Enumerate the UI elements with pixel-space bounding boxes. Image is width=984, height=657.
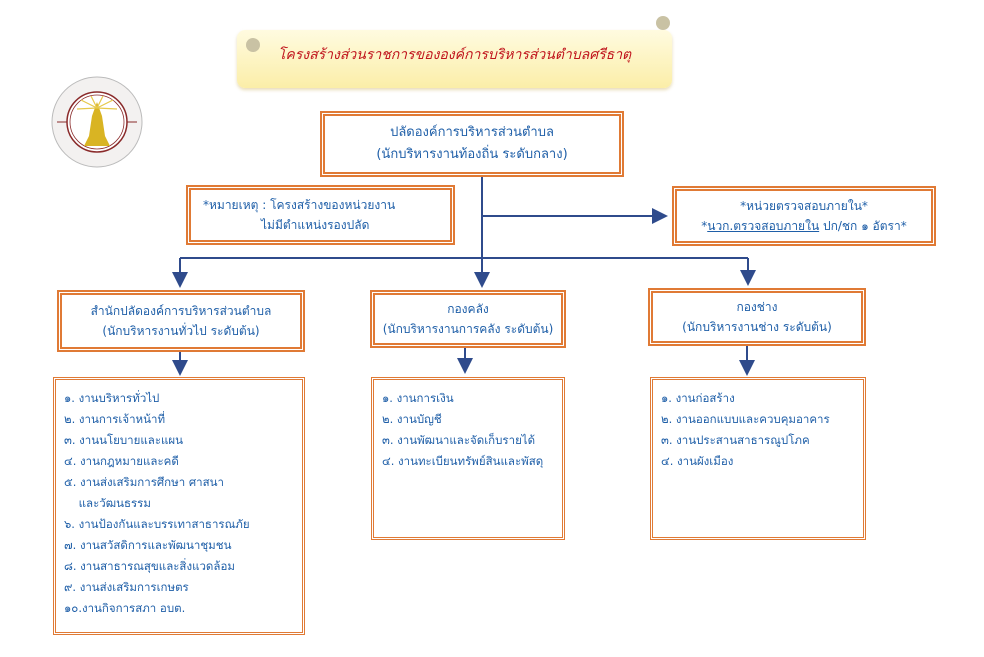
page-title: โครงสร้างส่วนราชการขององค์การบริหารส่วนต… <box>277 47 632 63</box>
finance-task-list: ๑. งานการเงิน ๒. งานบัญชี ๓. งานพัฒนาและ… <box>371 377 565 540</box>
department-box-finance: กองคลัง (นักบริหารงานการคลัง ระดับต้น) <box>370 290 566 348</box>
head-position-box: ปลัดองค์การบริหารส่วนตำบล (นักบริหารงานท… <box>320 111 624 177</box>
department-box-office: สำนักปลัดองค์การบริหารส่วนตำบล (นักบริหา… <box>57 290 305 352</box>
department-name: สำนักปลัดองค์การบริหารส่วนตำบล <box>90 304 272 318</box>
department-name: กองคลัง <box>447 302 489 316</box>
department-level: (นักบริหารงานทั่วไป ระดับต้น) <box>102 324 260 338</box>
list-item: ๑๐.งานกิจการสภา อบต. <box>64 601 186 615</box>
list-item: ๔. งานทะเบียนทรัพย์สินและพัสดุ <box>382 454 544 468</box>
office-task-list: ๑. งานบริหารทั่วไป ๒. งานการเจ้าหน้าที่ … <box>53 377 305 635</box>
department-name: กองช่าง <box>736 300 778 314</box>
list-item: ๒. งานการเจ้าหน้าที่ <box>64 412 166 426</box>
list-item: ๒. งานออกแบบและควบคุมอาคาร <box>661 412 830 426</box>
list-item: ๓. งานนโยบายและแผน <box>64 433 184 447</box>
list-item: และวัฒนธรรม <box>64 496 151 510</box>
list-item: ๘. งานสาธารณสุขและสิ่งแวดล้อม <box>64 559 235 573</box>
list-item: ๓. งานพัฒนาและจัดเก็บรายได้ <box>382 433 536 447</box>
list-item: ๑. งานการเงิน <box>382 391 454 405</box>
note-line1: *หมายเหตุ : โครงสร้างของหน่วยงาน <box>203 198 396 212</box>
list-item: ๕. งานส่งเสริมการศึกษา ศาสนา <box>64 475 224 489</box>
list-item: ๖. งานป้องกันและบรรเทาสาธารณภัย <box>64 517 250 531</box>
list-item: ๔. งานผังเมือง <box>661 454 734 468</box>
scroll-curl-decoration <box>246 38 260 52</box>
title-banner: โครงสร้างส่วนราชการขององค์การบริหารส่วนต… <box>237 30 672 88</box>
list-item: ๒. งานบัญชี <box>382 412 442 426</box>
audit-prefix: * <box>701 219 708 233</box>
list-item: ๙. งานส่งเสริมการเกษตร <box>64 580 189 594</box>
scroll-curl-decoration <box>656 16 670 30</box>
audit-detail: *นวก.ตรวจสอบภายใน ปก/ชก ๑ อัตรา* <box>677 216 931 236</box>
audit-quota: ปก/ชก ๑ อัตรา* <box>819 219 907 233</box>
list-item: ๗. งานสวัสดิการและพัฒนาชุมชน <box>64 538 232 552</box>
department-box-engineering: กองช่าง (นักบริหารงานช่าง ระดับต้น) <box>648 288 866 346</box>
logo <box>51 76 143 168</box>
head-title: ปลัดองค์การบริหารส่วนตำบล <box>390 125 554 140</box>
list-item: ๑. งานก่อสร้าง <box>661 391 735 405</box>
department-level: (นักบริหารงานช่าง ระดับต้น) <box>682 320 832 334</box>
note-box: *หมายเหตุ : โครงสร้างของหน่วยงาน ไม่มีตำ… <box>186 185 455 245</box>
list-item: ๓. งานประสานสาธารณูปโภค <box>661 433 810 447</box>
note-line2: ไม่มีตำแหน่งรองปลัด <box>261 218 370 232</box>
list-item: ๑. งานบริหารทั่วไป <box>64 391 160 405</box>
list-item: ๔. งานกฎหมายและคดี <box>64 454 179 468</box>
head-level: (นักบริหารงานท้องถิ่น ระดับกลาง) <box>376 147 568 162</box>
department-level: (นักบริหารงานการคลัง ระดับต้น) <box>382 322 554 336</box>
internal-audit-box: *หน่วยตรวจสอบภายใน* *นวก.ตรวจสอบภายใน ปก… <box>672 186 936 246</box>
audit-position: นวก.ตรวจสอบภายใน <box>707 219 820 233</box>
engineering-task-list: ๑. งานก่อสร้าง ๒. งานออกแบบและควบคุมอาคา… <box>650 377 866 540</box>
audit-title: *หน่วยตรวจสอบภายใน* <box>740 199 868 213</box>
